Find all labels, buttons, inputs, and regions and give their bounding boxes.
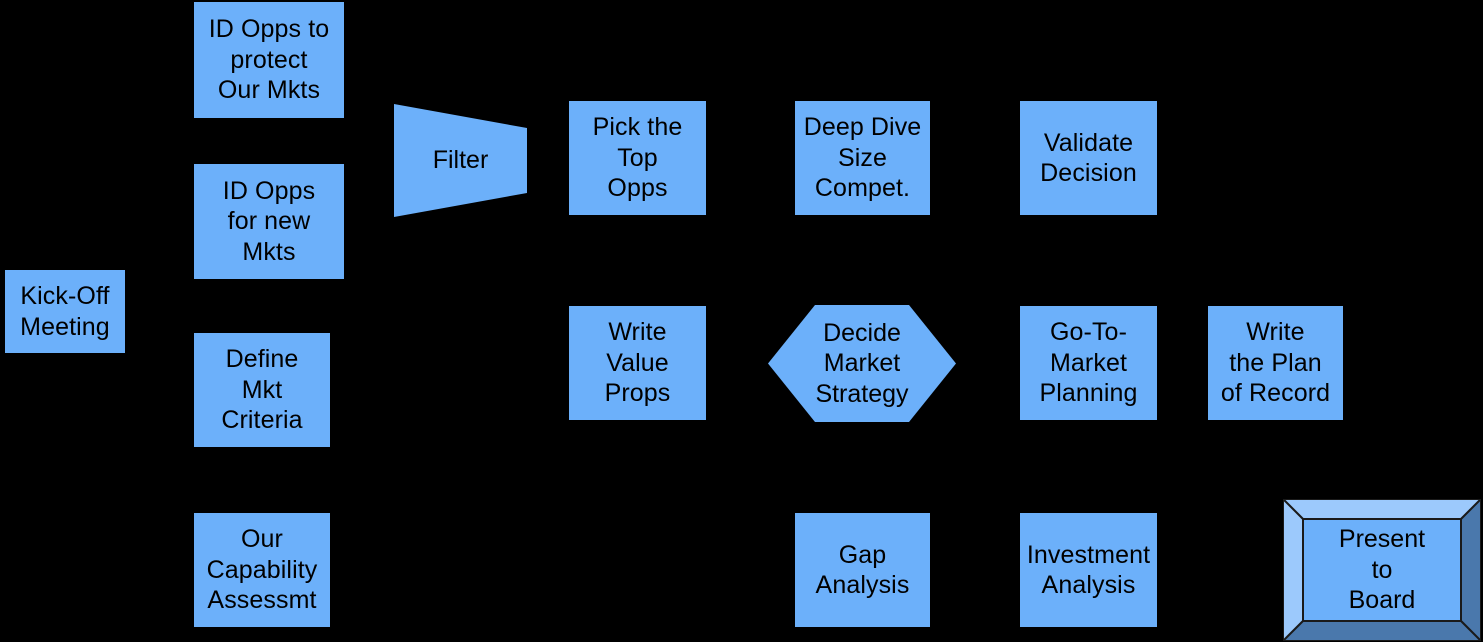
node-our-capability-assessment[interactable]: Our Capability Assessmt	[194, 513, 330, 627]
node-write-plan-of-record[interactable]: Write the Plan of Record	[1208, 306, 1343, 420]
node-go-to-market-planning[interactable]: Go-To- Market Planning	[1020, 306, 1157, 420]
node-id-opps-new[interactable]: ID Opps for new Mkts	[194, 164, 344, 279]
node-gap-analysis[interactable]: Gap Analysis	[795, 513, 930, 627]
node-validate-decision[interactable]: Validate Decision	[1020, 101, 1157, 215]
node-present-to-board[interactable]: Present to Board	[1283, 499, 1481, 641]
node-kick-off-meeting[interactable]: Kick-Off Meeting	[5, 270, 125, 353]
node-filter[interactable]: Filter	[394, 104, 527, 217]
node-define-mkt-criteria[interactable]: Define Mkt Criteria	[194, 333, 330, 447]
node-investment-analysis[interactable]: Investment Analysis	[1020, 513, 1157, 627]
node-pick-top-opps[interactable]: Pick the Top Opps	[569, 101, 706, 215]
node-deep-dive-size-compet[interactable]: Deep Dive Size Compet.	[795, 101, 930, 215]
node-decide-market-strategy[interactable]: Decide Market Strategy	[768, 305, 956, 422]
node-write-value-props[interactable]: Write Value Props	[569, 306, 706, 420]
node-id-opps-protect[interactable]: ID Opps to protect Our Mkts	[194, 2, 344, 118]
